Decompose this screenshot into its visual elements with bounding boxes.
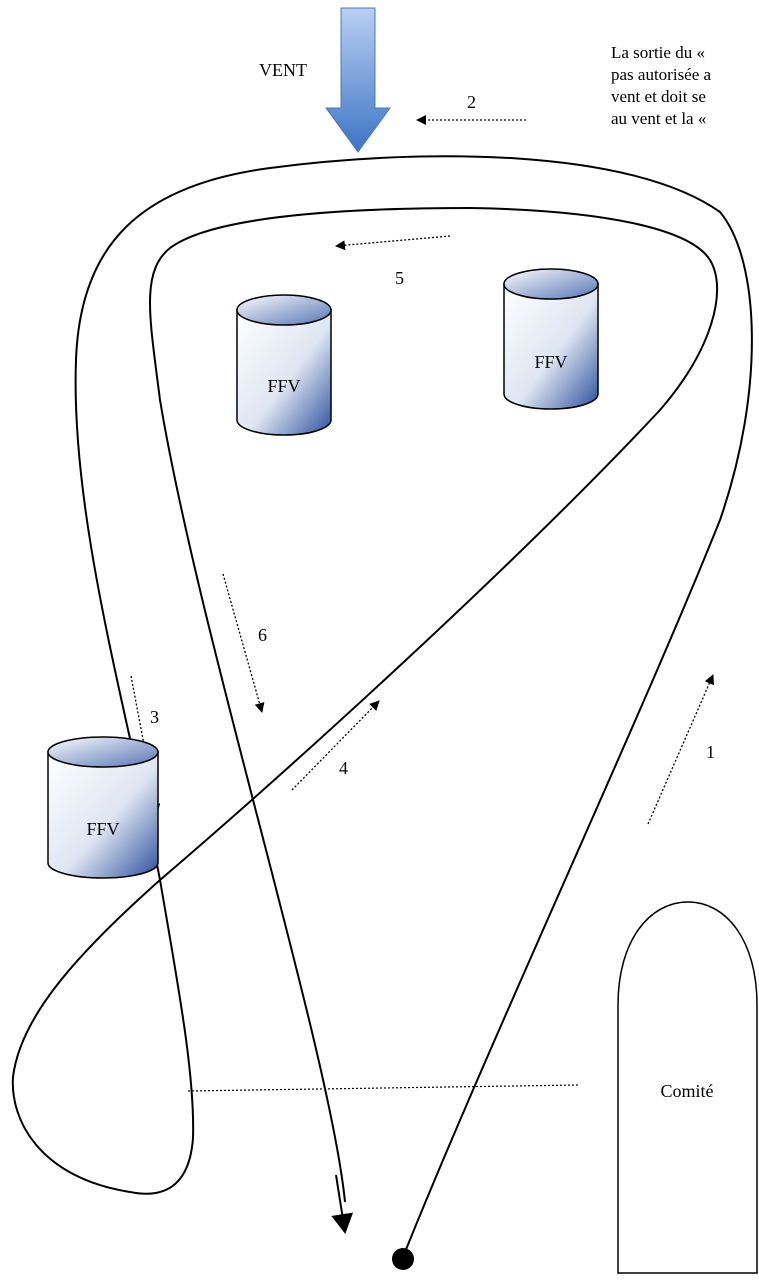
- step-label-4: 4: [339, 758, 348, 778]
- buoy-top-right: FFV: [503, 268, 599, 410]
- committee-label: Comité: [661, 1081, 714, 1101]
- step-label-3: 3: [150, 707, 159, 727]
- leg-5-arrow: [335, 235, 451, 251]
- note-line: vent et doit se: [611, 87, 706, 106]
- finish-arrow: [331, 1174, 354, 1234]
- buoy-label: FFV: [86, 819, 119, 839]
- note-line: au vent et la «: [611, 109, 707, 128]
- buoy-label: FFV: [534, 352, 567, 372]
- leg-1-arrow: [647, 674, 714, 825]
- start-line: [187, 1084, 579, 1092]
- leg-6-arrow: [222, 573, 265, 713]
- note-line: La sortie du «: [611, 43, 705, 62]
- buoy-bottom-left: FFV: [47, 736, 159, 879]
- step-label-2: 2: [467, 92, 476, 112]
- buoy-top-left: FFV: [236, 294, 332, 436]
- note-line: pas autorisée a: [611, 65, 712, 84]
- buoy-label: FFV: [267, 376, 300, 396]
- wind-label: VENT: [259, 60, 307, 80]
- committee-boat: Comité: [617, 901, 758, 1274]
- instruction-note: La sortie du « pas autorisée a vent et d…: [611, 42, 759, 130]
- step-label-1: 1: [706, 742, 715, 762]
- wind-arrow: [325, 7, 391, 153]
- step-label-6: 6: [258, 625, 267, 645]
- leg-4-arrow: [291, 700, 380, 791]
- start-point: [392, 1248, 414, 1270]
- course-outer-loop: [11, 155, 753, 1258]
- step-label-5: 5: [395, 268, 404, 288]
